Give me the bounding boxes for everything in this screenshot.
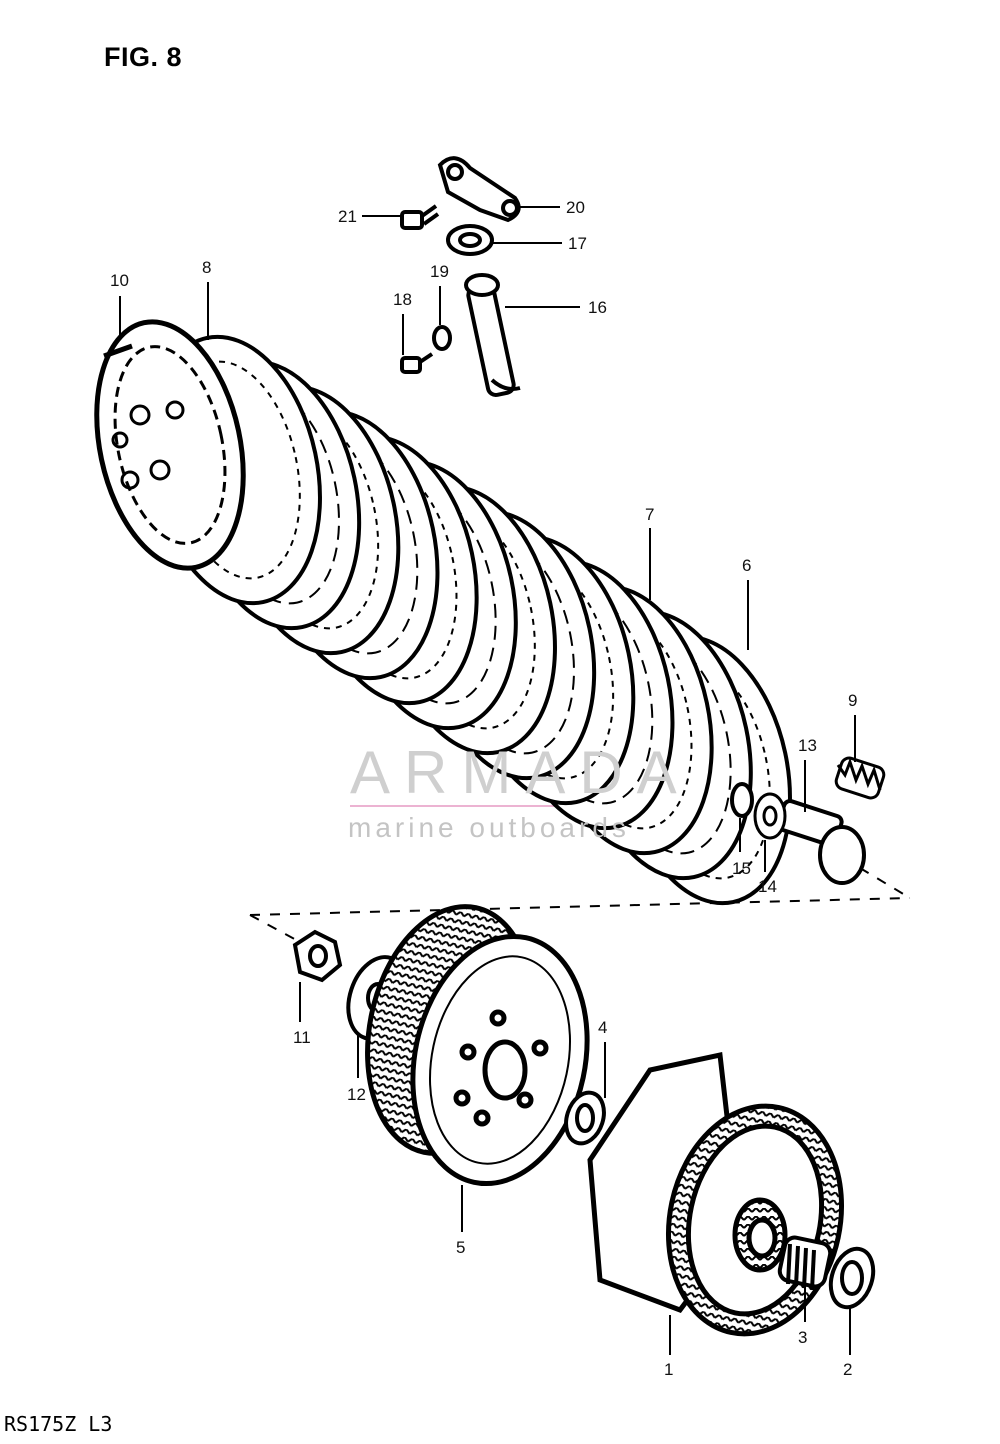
callout-label-5: 5	[456, 1238, 465, 1257]
oil-seal-part-17	[446, 224, 494, 256]
callout-label-14: 14	[758, 877, 777, 896]
callout-label-11: 11	[293, 1028, 311, 1047]
callout-label-2: 2	[843, 1360, 852, 1379]
washer-part-15	[730, 782, 754, 818]
callout-label-9: 9	[848, 691, 857, 710]
callout-label-18: 18	[393, 290, 412, 309]
callout-label-6: 6	[742, 556, 751, 575]
figure-title: FIG. 8	[104, 42, 183, 72]
release-pin-part-13	[776, 799, 866, 885]
washer-part-19	[432, 325, 452, 351]
push-rod-part-16	[464, 273, 521, 398]
clutch-hub-part-5	[365, 904, 590, 1187]
callout-label-8: 8	[202, 258, 211, 277]
screw-part-18	[400, 352, 434, 374]
model-code: RS175Z L3	[4, 1412, 113, 1436]
callout-label-20: 20	[566, 198, 585, 217]
pressure-plate-part-8	[94, 319, 246, 571]
watermark-brand: ARMADA	[350, 739, 691, 806]
spacer-part-2	[828, 1246, 876, 1310]
release-mechanism	[400, 156, 521, 398]
callout-label-15: 15	[732, 859, 751, 878]
watermark-tagline: marine outboards	[348, 812, 630, 843]
callout-label-7: 7	[645, 505, 654, 524]
clutch-housing-part-1	[587, 1051, 845, 1337]
bearing-part-14	[753, 792, 787, 840]
spring-part-9	[834, 756, 886, 800]
callout-label-16: 16	[588, 298, 607, 317]
nut-part-11	[292, 929, 343, 983]
callout-label-1: 1	[664, 1360, 673, 1379]
callout-label-19: 19	[430, 262, 449, 281]
callout-label-4: 4	[598, 1018, 607, 1037]
lever-part-20	[437, 156, 521, 223]
callout-label-17: 17	[568, 234, 587, 253]
bolt-part-21	[400, 204, 440, 230]
callout-label-3: 3	[798, 1328, 807, 1347]
callout-label-13: 13	[798, 736, 817, 755]
reference-lines	[249, 867, 911, 943]
needle-bearing-part-3	[777, 1235, 833, 1291]
clutch-plate-stack	[148, 334, 792, 906]
callout-label-10: 10	[110, 271, 129, 290]
pin-part-10	[103, 343, 133, 359]
thrust-washer-part-4	[564, 1090, 606, 1146]
callout-label-12: 12	[347, 1085, 366, 1104]
callout-label-21: 21	[338, 207, 357, 226]
